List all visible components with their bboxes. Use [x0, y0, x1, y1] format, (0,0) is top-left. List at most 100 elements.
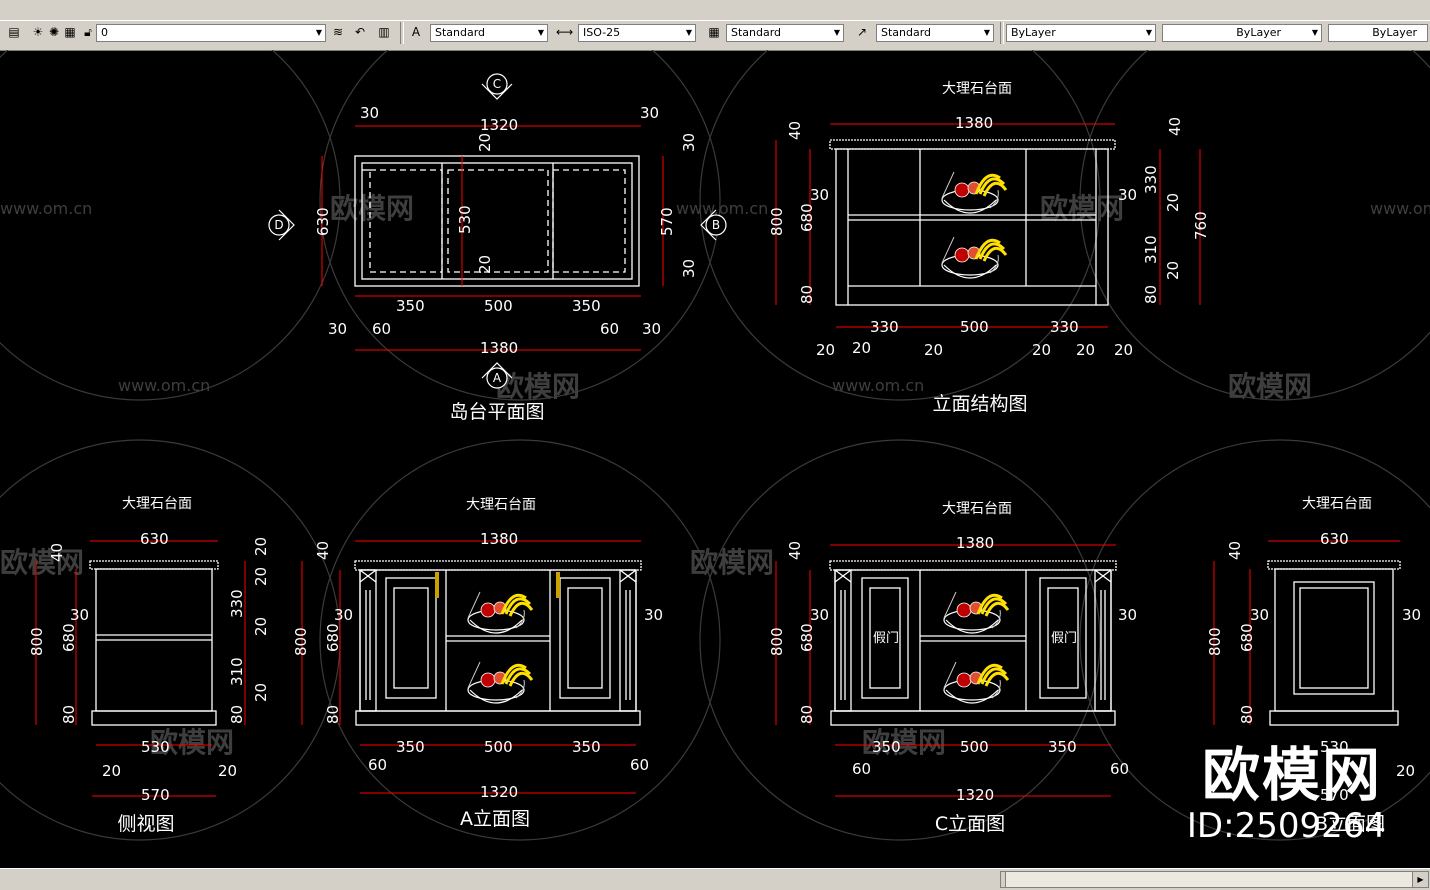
- dim-text: 680: [60, 623, 78, 652]
- dim-text: 30: [680, 133, 698, 152]
- freeze-icon[interactable]: ▦: [64, 25, 76, 39]
- dim-style-icon[interactable]: ⟷: [556, 25, 574, 39]
- chevron-down-icon: ▼: [685, 28, 693, 37]
- horizontal-scrollbar[interactable]: ◀ ▶: [0, 868, 1430, 890]
- structure-view: 大理石台面 1380 40 800 680 80 30 30 40 330 20…: [768, 81, 1210, 415]
- multileader-style-combo[interactable]: Standard ▼: [876, 24, 994, 42]
- material-label: 大理石台面: [122, 496, 192, 512]
- dim-text: 60: [368, 756, 387, 774]
- dim-text: 20: [1114, 341, 1133, 359]
- dim-text: 20: [1076, 341, 1095, 359]
- dim-text: 30: [642, 320, 661, 338]
- dim-text: 30: [644, 606, 663, 624]
- multileader-style-icon[interactable]: ↗: [856, 25, 868, 39]
- watermark-brand: 欧模网: [330, 192, 414, 225]
- view-title: C立面图: [935, 813, 1005, 835]
- dim-style-combo[interactable]: ISO-25 ▼: [578, 24, 696, 42]
- watermark-brand: 欧模网: [150, 726, 234, 759]
- elevation-c-view: 大理石台面 1380 40 800 680 80 30 30 350 500 3…: [768, 501, 1137, 835]
- dim-text: 30: [640, 104, 659, 122]
- dim-text: 60: [600, 320, 619, 338]
- dim-text: 20: [1164, 261, 1182, 280]
- dim-text: 760: [1192, 211, 1210, 240]
- bulb-icon[interactable]: ☀: [32, 25, 44, 39]
- dim-text: 1320: [480, 116, 518, 134]
- dim-text: 1380: [480, 339, 518, 357]
- dim-text: 40: [314, 541, 332, 560]
- dim-text: 30: [1118, 186, 1137, 204]
- linetype-combo[interactable]: ByLayer ▼: [1162, 24, 1322, 42]
- color-combo[interactable]: ByLayer ▼: [1006, 24, 1156, 42]
- dim-text: 1380: [956, 534, 994, 552]
- dim-text: 500: [960, 318, 989, 336]
- view-title: 侧视图: [117, 813, 174, 835]
- dim-text: 1380: [480, 530, 518, 548]
- dim-text: 80: [324, 705, 342, 724]
- watermark-pattern: [0, 50, 1430, 841]
- multileader-style-value: Standard: [881, 26, 932, 39]
- dim-text: 20: [852, 339, 871, 357]
- separator: [400, 22, 404, 44]
- dim-text: 40: [1226, 541, 1244, 560]
- chevron-down-icon: ▼: [315, 28, 323, 37]
- dim-text: 20: [252, 537, 270, 556]
- dim-text: 80: [1238, 705, 1256, 724]
- material-label: 大理石台面: [466, 497, 536, 513]
- scroll-right-icon[interactable]: ▶: [1412, 871, 1429, 888]
- layer-previous-icon[interactable]: ↶: [354, 25, 366, 39]
- dim-text: 500: [960, 738, 989, 756]
- dim-text: 800: [28, 627, 46, 656]
- elevation-b-view: 大理石台面 630 40 800 680 80 30 30 530 20 570…: [1206, 496, 1421, 835]
- sun-icon[interactable]: ✺: [48, 25, 60, 39]
- table-style-combo[interactable]: Standard ▼: [726, 24, 844, 42]
- table-style-value: Standard: [731, 26, 782, 39]
- lineweight-combo[interactable]: ByLayer: [1328, 24, 1428, 42]
- dim-text: 330: [228, 589, 246, 618]
- section-marker: A: [493, 371, 502, 385]
- dim-text: 680: [798, 623, 816, 652]
- watermark-brand: 欧模网: [0, 546, 84, 579]
- lock-icon[interactable]: 🔓︎: [84, 25, 92, 39]
- drawing-canvas[interactable]: www.om.cn www.om.cn www.om.cn www.om.cn …: [0, 50, 1430, 868]
- layer-manager-icon[interactable]: ▤: [8, 25, 20, 39]
- dim-style-value: ISO-25: [583, 26, 621, 39]
- dim-text: 80: [798, 285, 816, 304]
- dim-text: 40: [786, 121, 804, 140]
- dim-text: 30: [328, 320, 347, 338]
- dim-text: 800: [768, 627, 786, 656]
- dim-text: 530: [141, 738, 170, 756]
- dim-text: 20: [816, 341, 835, 359]
- material-label: 大理石台面: [1302, 496, 1372, 512]
- dim-text: 20: [1396, 762, 1415, 780]
- text-style-icon[interactable]: A: [411, 25, 421, 39]
- section-marker: B: [712, 218, 720, 232]
- text-style-combo[interactable]: Standard ▼: [430, 24, 548, 42]
- table-style-icon[interactable]: ▦: [708, 25, 720, 39]
- separator: [1000, 22, 1004, 44]
- layer-state-icon[interactable]: ≋: [332, 25, 344, 39]
- watermark-brand: 欧模网: [1228, 370, 1312, 403]
- section-marker: C: [493, 77, 501, 91]
- dim-text: 630: [140, 530, 169, 548]
- dim-text: 20: [218, 762, 237, 780]
- text-style-value: Standard: [435, 26, 486, 39]
- dim-text: 330: [1050, 318, 1079, 336]
- dim-text: 570: [1320, 786, 1349, 804]
- plan-dims: [321, 125, 664, 351]
- watermark-id: ID:2509264: [1186, 806, 1386, 846]
- dim-text: 20: [252, 567, 270, 586]
- dim-text: 630: [1320, 530, 1349, 548]
- dim-text: 350: [1048, 738, 1077, 756]
- scroll-thumb[interactable]: [1005, 871, 1417, 888]
- dim-text: 1320: [480, 783, 518, 801]
- lineweight-value: ByLayer: [1372, 26, 1417, 39]
- layer-combo[interactable]: 0 ▼: [96, 24, 326, 42]
- watermark-site: www.om.cn: [1370, 199, 1430, 218]
- dim-text: 680: [1238, 623, 1256, 652]
- dim-text: 20: [1032, 341, 1051, 359]
- layer-value: 0: [101, 26, 108, 39]
- dim-text: 1320: [956, 786, 994, 804]
- layer-iso-icon[interactable]: ▥: [378, 25, 390, 39]
- dim-text: 330: [870, 318, 899, 336]
- watermark-site: www.om.cn: [118, 376, 210, 395]
